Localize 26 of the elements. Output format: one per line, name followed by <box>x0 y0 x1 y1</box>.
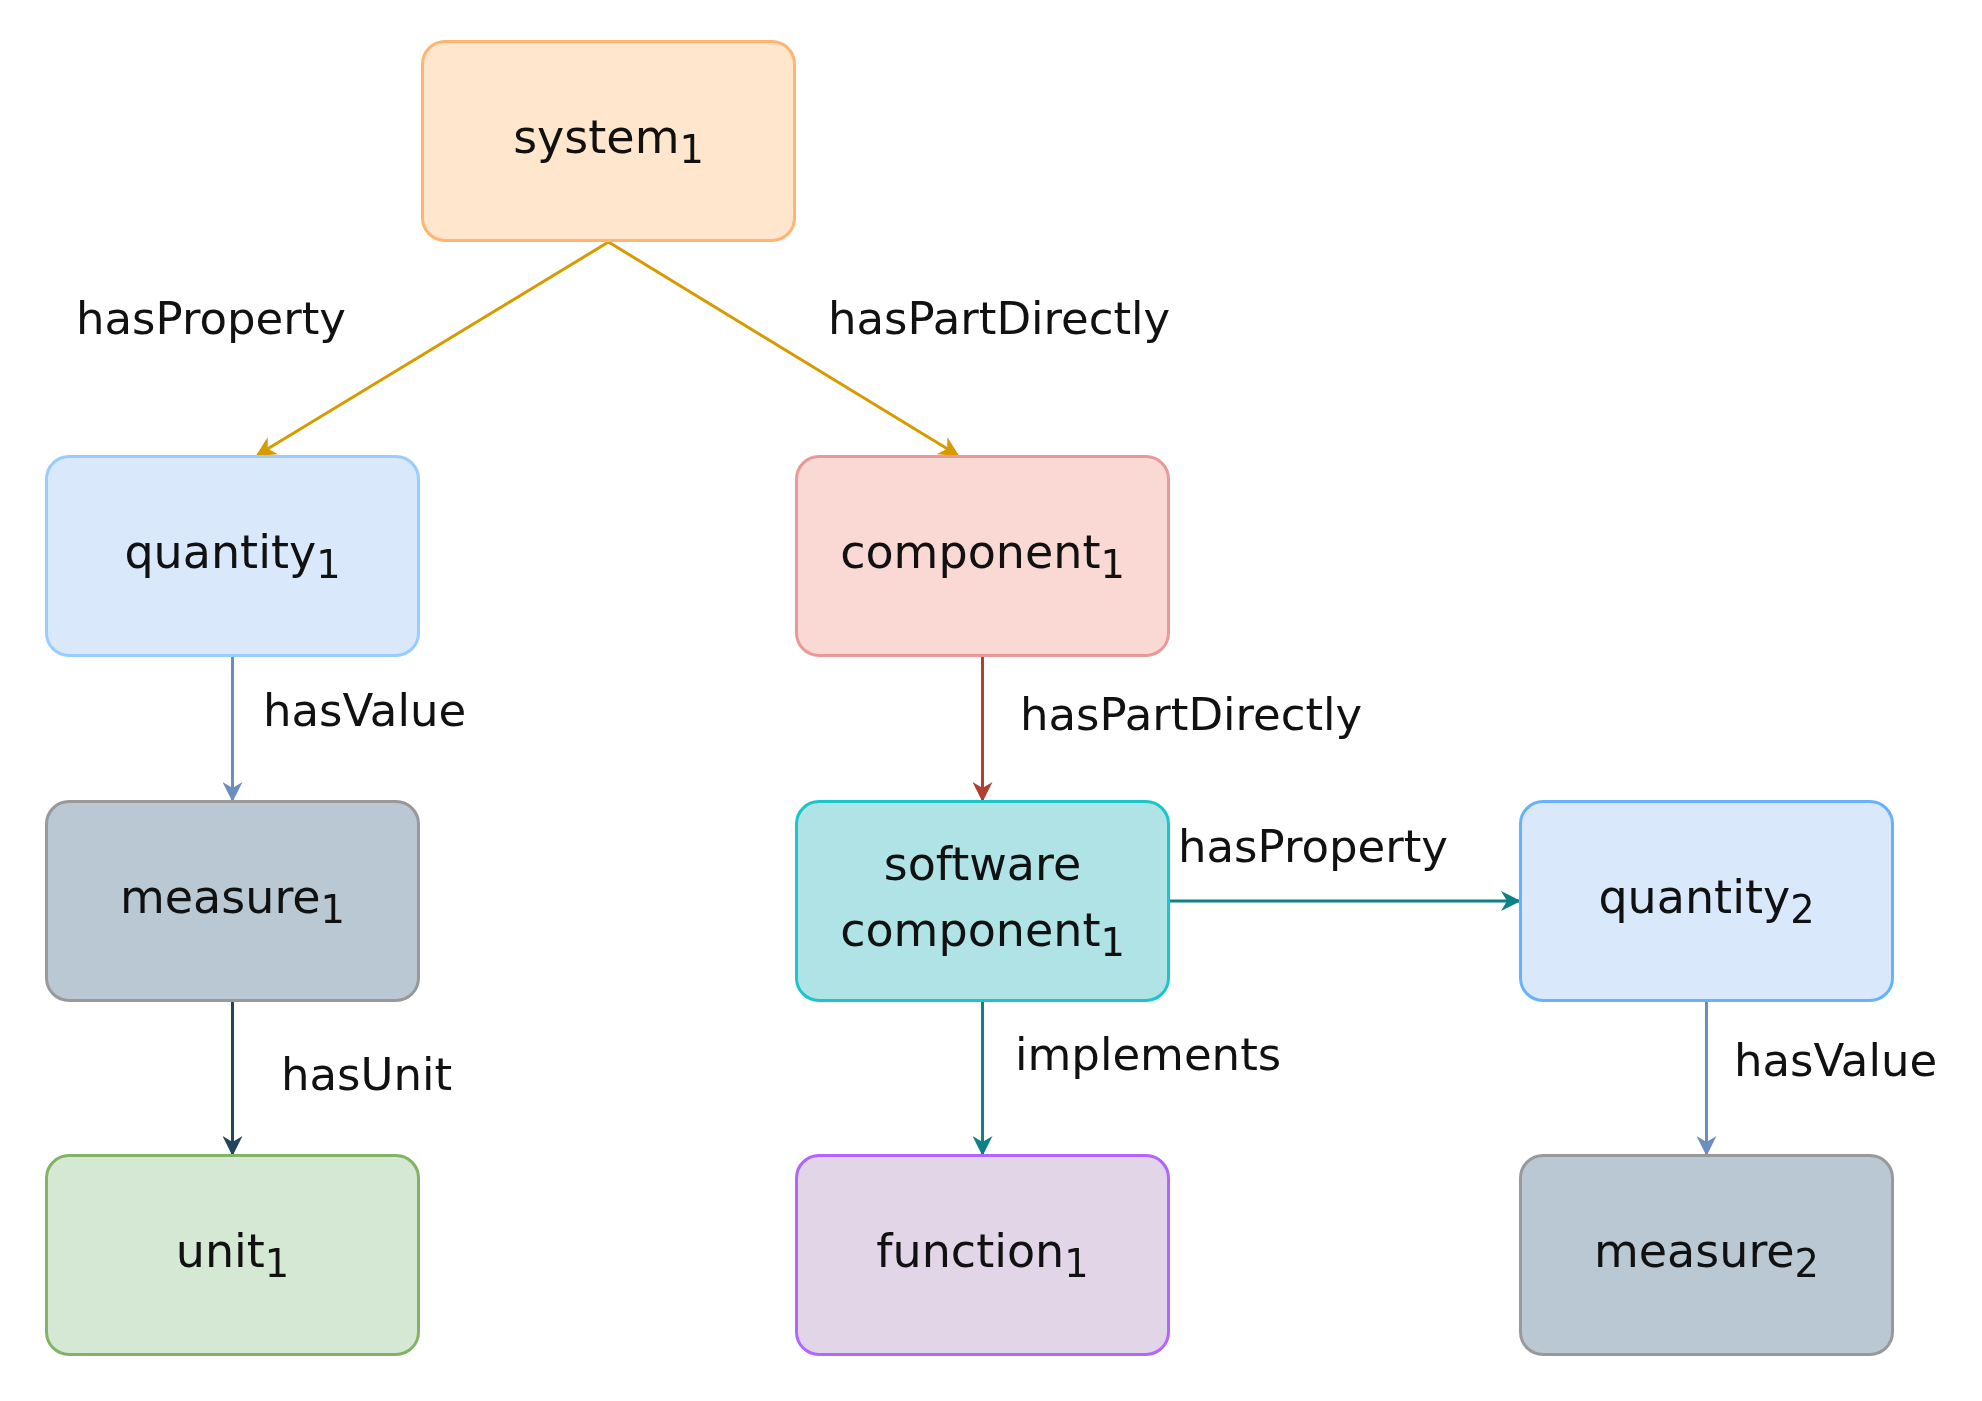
concept-box <box>1519 800 1894 1002</box>
concept-box <box>795 800 1170 1002</box>
concept-box <box>421 40 796 242</box>
arrow <box>607 240 960 457</box>
concept-box <box>795 1154 1170 1356</box>
node-label: quantity$_{1}$ <box>123 524 342 590</box>
concept-box <box>45 800 420 1002</box>
node-label: unit$_{1}$ <box>174 1223 291 1289</box>
arrow <box>1696 1002 1717 1156</box>
arrow <box>972 657 993 802</box>
concept-box <box>1519 1154 1894 1356</box>
arrow <box>1170 891 1521 911</box>
node-label: quantity$_{2}$ <box>1597 869 1816 935</box>
arrow <box>255 240 610 457</box>
arrow <box>222 1002 243 1156</box>
concept-box <box>795 455 1170 657</box>
node-label: measure$_{2}$ <box>1593 1223 1820 1289</box>
node-label: function$_{1}$ <box>875 1223 1090 1289</box>
node-label: component$_{1}$ <box>839 524 1126 590</box>
arrow <box>972 1002 993 1156</box>
node-label: measure$_{1}$ <box>119 869 346 935</box>
concept-box <box>45 455 420 657</box>
node-label: system$_{1}$ <box>512 109 705 175</box>
node-label: software component$_{1}$ <box>839 835 1126 968</box>
concept-box <box>45 1154 420 1356</box>
arrow <box>222 657 243 802</box>
